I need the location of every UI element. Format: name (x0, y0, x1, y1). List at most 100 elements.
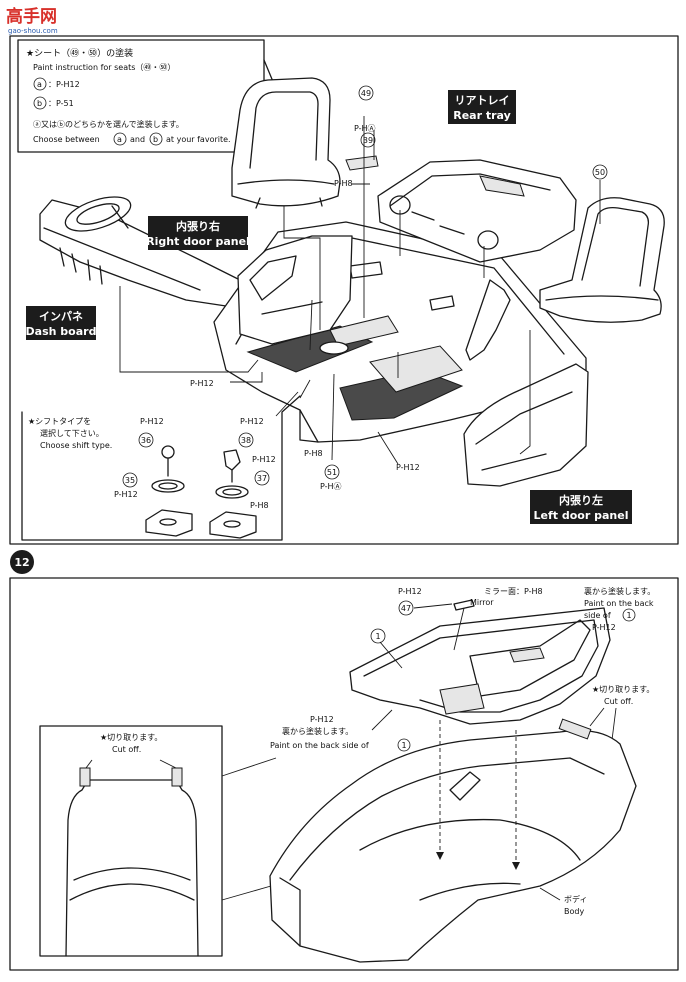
paint-ph12-back: P-H12 (592, 623, 616, 632)
rear-tray-jp: リアトレイ (455, 94, 510, 107)
shift-type-box: ★シフトタイプを 選択して下さい。 Choose shift type. P-H… (21, 395, 301, 541)
paint-ph12-floor: P-H12 (190, 379, 214, 388)
part-39-piece (345, 155, 379, 171)
shift-line2: 選択して下さい。 (40, 428, 104, 438)
interior-tub-part-1 (349, 607, 611, 725)
right-door-panel (237, 235, 353, 345)
left-door-en: Left door panel (534, 509, 629, 522)
label-right-door-panel: 内張り右 Right door panel (146, 216, 250, 250)
part-50: 50 (595, 168, 605, 177)
step-12-badge: 12 (10, 550, 34, 574)
seat-paint-note: ★シート（㊾・㊿）の塗装 Paint instruction for seats… (17, 39, 285, 153)
choose-a-letter: a (117, 135, 122, 144)
body-label: ボディ Body (539, 887, 587, 916)
paint-ph-a: P-HⒶ (354, 124, 376, 133)
shift-boot-37 (215, 485, 249, 499)
right-door-en: Right door panel (146, 235, 250, 248)
paint-ph8-tray: P-H8 (334, 179, 353, 188)
back-paint2-en: Paint on the back side of (270, 741, 369, 750)
dash-board (39, 196, 249, 307)
option-a-circle (33, 77, 47, 91)
paint-ph-a-51: P-HⒶ (320, 482, 342, 491)
paint-ph12-38: P-H12 (240, 417, 264, 426)
right-door-jp: 内張り右 (176, 219, 220, 233)
choose-jp: ⓐ又はⓑのどちらかを選んで塗装します。 (33, 119, 184, 129)
left-door-jp: 内張り左 (559, 493, 603, 507)
seat-50 (539, 197, 665, 323)
cut-detail-box (39, 725, 223, 957)
part-1-ref-c: 1 (626, 611, 631, 620)
paint-ph8-37: P-H8 (250, 501, 269, 510)
paint-ph12-back2: P-H12 (310, 715, 334, 724)
dash-jp: インパネ (39, 310, 83, 323)
part-1: 1 (375, 632, 380, 641)
rear-tray-en: Rear tray (453, 109, 511, 122)
part-47: 47 (401, 604, 411, 613)
paint-ph12-36: P-H12 (140, 417, 164, 426)
shift-boot-35 (151, 479, 185, 493)
label-rear-tray: リアトレイ Rear tray (448, 90, 516, 124)
choose-en-and: and (130, 135, 145, 144)
cut2-en: Cut off. (604, 697, 633, 706)
label-dash-board: インパネ Dash board (26, 306, 97, 340)
cut-off-detail: ★切り取ります。 Cut off. (39, 725, 279, 957)
step-12-frame (9, 577, 679, 971)
back-paint-note-right: 裏から塗装します。 Paint on the back side of 1 P-… (584, 586, 655, 632)
option-b-code: ：P-51 (48, 99, 74, 108)
paint-ph12-37: P-H12 (252, 455, 276, 464)
seat-note-title-en: Paint instruction for seats（㊾・㊿） (33, 63, 175, 72)
back-paint-jp: 裏から塗装します。 (584, 586, 655, 596)
mirror-part-47: 47 P-H12 ミラー面：P-H8 Mirror (398, 587, 543, 651)
option-a-letter: a (37, 80, 42, 89)
back-paint-en2: side of (584, 611, 611, 620)
choose-b-circle (149, 132, 163, 146)
back-paint-en1: Paint on the back (584, 599, 654, 608)
shift-knob-angled (223, 449, 241, 471)
cut2-jp: ★切り取ります。 (592, 685, 654, 694)
part-37: 37 (257, 474, 267, 483)
choose-b-letter: b (153, 135, 158, 144)
option-b-circle (33, 96, 47, 110)
watermark-logo: 高手网 gao-shou.com (6, 6, 58, 35)
step-number: 12 (14, 556, 29, 569)
part-38: 38 (241, 436, 251, 445)
seat-49 (231, 77, 341, 209)
part-callouts-step-11: 49 P-HⒶ 39 P-H8 50 P-H12 P-H8 P-H12 51 P… (190, 85, 608, 491)
part-49: 49 (361, 89, 371, 98)
dash-en: Dash board (26, 325, 97, 338)
car-body (269, 718, 637, 963)
body-jp: ボディ (564, 894, 587, 904)
back-paint2-jp: 裏から塗装します。 (282, 726, 353, 736)
back-paint-note-left: P-H12 裏から塗装します。 Paint on the back side o… (270, 709, 411, 752)
label-left-door-panel: 内張り左 Left door panel (530, 490, 632, 524)
watermark-brand: 高手网 (6, 6, 57, 27)
paint-ph12-mirror: P-H12 (398, 587, 422, 596)
shift-knob-round (161, 445, 175, 459)
watermark-url: gao-shou.com (8, 27, 58, 35)
cut-en: Cut off. (112, 745, 141, 754)
cut-tab-right (171, 767, 183, 787)
seat-note-title-jp: ★シート（㊾・㊿）の塗装 (26, 47, 133, 59)
assembly-leaders (119, 116, 601, 465)
cut-jp: ★切り取ります。 (100, 733, 162, 742)
mirror-face: ミラー面：P-H8 (484, 587, 543, 596)
mirror-en: Mirror (470, 598, 494, 607)
cut-off-note-right: ★切り取ります。 Cut off. (589, 685, 654, 741)
rear-tray (345, 155, 577, 263)
cut-tab-left (79, 767, 91, 787)
shift-line1: ★シフトタイプを (28, 417, 91, 426)
choose-a-circle (113, 132, 127, 146)
battery-box (369, 345, 463, 393)
step-11-frame (9, 35, 679, 545)
part-36: 36 (141, 436, 151, 445)
part-1-ref-b: 1 (401, 741, 406, 750)
choose-en-2: at your favorite. (166, 135, 231, 144)
part-51: 51 (327, 468, 337, 477)
paint-ph12-box: P-H12 (396, 463, 420, 472)
option-b-letter: b (37, 99, 42, 108)
paint-ph8-floor: P-H8 (304, 449, 323, 458)
option-a-code: ：P-H12 (48, 80, 80, 89)
part-39: 39 (363, 136, 373, 145)
